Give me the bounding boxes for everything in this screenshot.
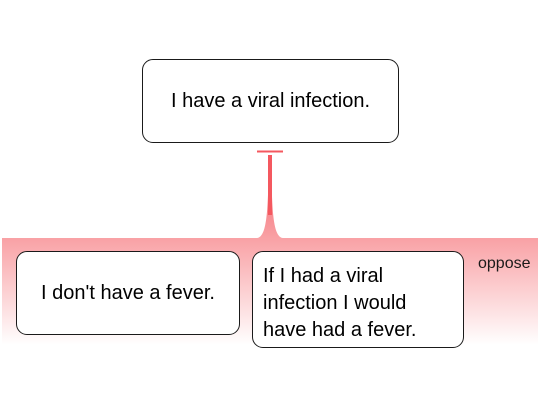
oppose-label: oppose — [478, 255, 531, 272]
premise-text: If I had a viral infection I would have … — [263, 265, 417, 341]
oppose-stem — [268, 155, 272, 215]
premise-text: I don't have a fever. — [41, 281, 215, 304]
claim-node[interactable]: I have a viral infection. — [142, 59, 399, 143]
premise-node-no-fever[interactable]: I don't have a fever. — [16, 251, 240, 335]
premise-node-infection-fever[interactable]: If I had a viral infection I would have … — [252, 251, 464, 348]
claim-text: I have a viral infection. — [171, 89, 370, 112]
